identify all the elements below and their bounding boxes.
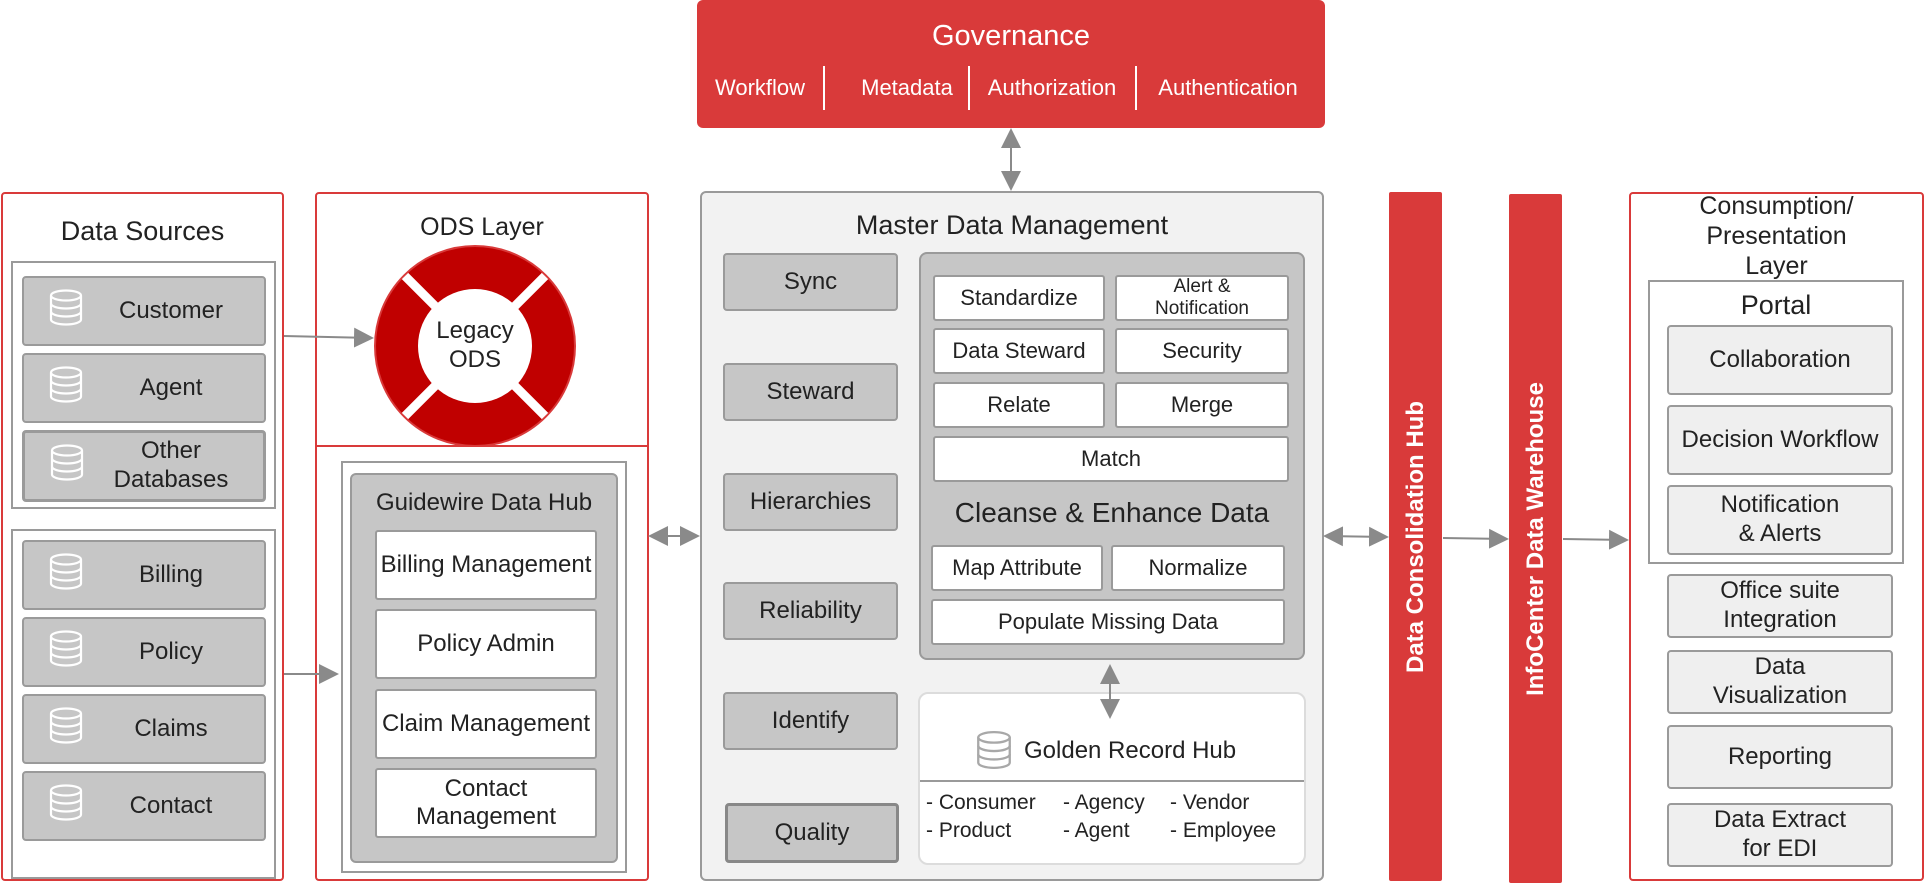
source-policy[interactable]: Policy (22, 617, 266, 687)
portal-title: Portal (1740, 289, 1812, 320)
source-claims[interactable]: Claims (22, 694, 266, 764)
data-visualization[interactable]: Data Visualization (1667, 650, 1893, 714)
hub-outer-frame (341, 461, 627, 873)
golden-item: - Agent (1063, 819, 1130, 842)
golden-item: - Product (926, 819, 1012, 842)
guidewire-data-hub-title: Guidewire Data Hub (375, 489, 593, 516)
cleanse-normalize[interactable]: Normalize (1111, 545, 1285, 591)
data-sources-panel: Data Sources Customer Agent Other Databa… (1, 192, 284, 881)
mdm-services-block: Standardize Alert & Notification Data St… (919, 252, 1305, 660)
governance-item-metadata: Metadata (861, 75, 953, 100)
governance-title: Governance (932, 19, 1090, 52)
data-extract-for-edi[interactable]: Data Extract for EDI (1667, 803, 1893, 867)
database-icon (46, 783, 86, 830)
hub-item-contact-management[interactable]: Contact Management (375, 768, 597, 838)
source-label: Claims (134, 714, 208, 742)
golden-item: - Vendor (1170, 791, 1250, 814)
data-sources-group-1 (11, 261, 276, 509)
source-agent[interactable]: Agent (22, 353, 266, 423)
mdm-reliability[interactable]: Reliability (723, 582, 898, 640)
golden-item: - Agency (1063, 791, 1145, 814)
portal-collaboration[interactable]: Collaboration (1667, 325, 1893, 395)
service-security[interactable]: Security (1115, 328, 1289, 374)
service-standardize[interactable]: Standardize (933, 275, 1105, 321)
data-consolidation-hub-bar: Data Consolidation Hub (1389, 192, 1442, 881)
source-label: Customer (118, 296, 224, 324)
hub-item-policy-admin[interactable]: Policy Admin (375, 609, 597, 679)
infocenter-data-warehouse-label: InfoCenter Data Warehouse (1521, 381, 1549, 696)
divider (823, 66, 825, 110)
database-icon (47, 443, 87, 490)
ods-layer-title: ODS Layer (420, 212, 544, 241)
governance-panel: Governance Workflow Metadata Authorizati… (697, 0, 1325, 128)
lifebuoy-icon: Legacy ODS (373, 244, 577, 448)
mdm-panel: Master Data Management Sync Steward Hier… (700, 191, 1324, 881)
source-label: Other Databases (113, 437, 229, 493)
service-merge[interactable]: Merge (1115, 382, 1289, 428)
source-label: Agent (139, 373, 203, 401)
source-other-databases[interactable]: Other Databases (22, 430, 266, 502)
data-sources-group-2 (11, 529, 276, 879)
source-billing[interactable]: Billing (22, 540, 266, 610)
service-relate[interactable]: Relate (933, 382, 1105, 428)
cleanse-map-attribute[interactable]: Map Attribute (931, 545, 1103, 591)
golden-item: - Employee (1170, 819, 1277, 842)
database-icon (973, 729, 1015, 776)
divider (1135, 66, 1137, 110)
portal-group: Portal Collaboration Decision Workflow N… (1648, 280, 1904, 564)
database-icon (46, 629, 86, 676)
service-data-steward[interactable]: Data Steward (933, 328, 1105, 374)
database-icon (46, 552, 86, 599)
service-match[interactable]: Match (933, 436, 1289, 482)
divider (920, 780, 1304, 782)
portal-notification-alerts[interactable]: Notification & Alerts (1667, 485, 1893, 555)
arrow-consolidation-warehouse (1442, 528, 1509, 549)
ods-layer-panel: ODS Layer Legacy ODS (315, 192, 649, 447)
mdm-title: Master Data Management (855, 209, 1169, 240)
divider (968, 66, 970, 110)
consumption-title: Consumption/ Presentation Layer (1699, 192, 1854, 280)
golden-record-hub-title: Golden Record Hub (1024, 737, 1237, 764)
governance-item-authentication: Authentication (1158, 75, 1298, 100)
legacy-ods-label: Legacy ODS (436, 317, 514, 373)
mdm-quality[interactable]: Quality (725, 803, 899, 863)
ods-hub-panel: Guidewire Data Hub Billing Management Po… (315, 447, 649, 881)
cleanse-enhance-title: Cleanse & Enhance Data (954, 497, 1270, 528)
service-alert-notification[interactable]: Alert & Notification (1115, 275, 1289, 321)
governance-item-workflow: Workflow (714, 75, 806, 100)
mdm-hierarchies[interactable]: Hierarchies (723, 473, 898, 531)
database-icon (46, 288, 86, 335)
source-label: Contact (129, 791, 213, 819)
infocenter-data-warehouse-bar: InfoCenter Data Warehouse (1509, 194, 1562, 883)
mdm-sync[interactable]: Sync (723, 253, 898, 311)
database-icon (46, 365, 86, 412)
golden-item: - Consumer (926, 791, 1036, 814)
arrow-mdm-consolidation (1323, 526, 1389, 547)
reporting[interactable]: Reporting (1667, 725, 1893, 789)
data-sources-title: Data Sources (60, 215, 225, 246)
database-icon (46, 706, 86, 753)
golden-record-hub[interactable]: Golden Record Hub - Consumer - Product -… (918, 692, 1306, 865)
office-suite-integration[interactable]: Office suite Integration (1667, 574, 1893, 638)
source-contact[interactable]: Contact (22, 771, 266, 841)
source-label: Billing (138, 560, 204, 588)
guidewire-data-hub: Guidewire Data Hub Billing Management Po… (350, 473, 618, 863)
mdm-steward[interactable]: Steward (723, 363, 898, 421)
mdm-identify[interactable]: Identify (723, 692, 898, 750)
data-consolidation-hub-label: Data Consolidation Hub (1401, 400, 1429, 673)
portal-decision-workflow[interactable]: Decision Workflow (1667, 405, 1893, 475)
governance-item-authorization: Authorization (987, 75, 1117, 100)
consumption-panel: Consumption/ Presentation Layer Portal C… (1629, 192, 1924, 881)
arrow-warehouse-consumption (1562, 529, 1629, 550)
source-label: Policy (138, 637, 204, 665)
hub-item-claim-management[interactable]: Claim Management (375, 689, 597, 759)
source-customer[interactable]: Customer (22, 276, 266, 346)
cleanse-populate-missing-data[interactable]: Populate Missing Data (931, 599, 1285, 645)
hub-item-billing-management[interactable]: Billing Management (375, 530, 597, 600)
